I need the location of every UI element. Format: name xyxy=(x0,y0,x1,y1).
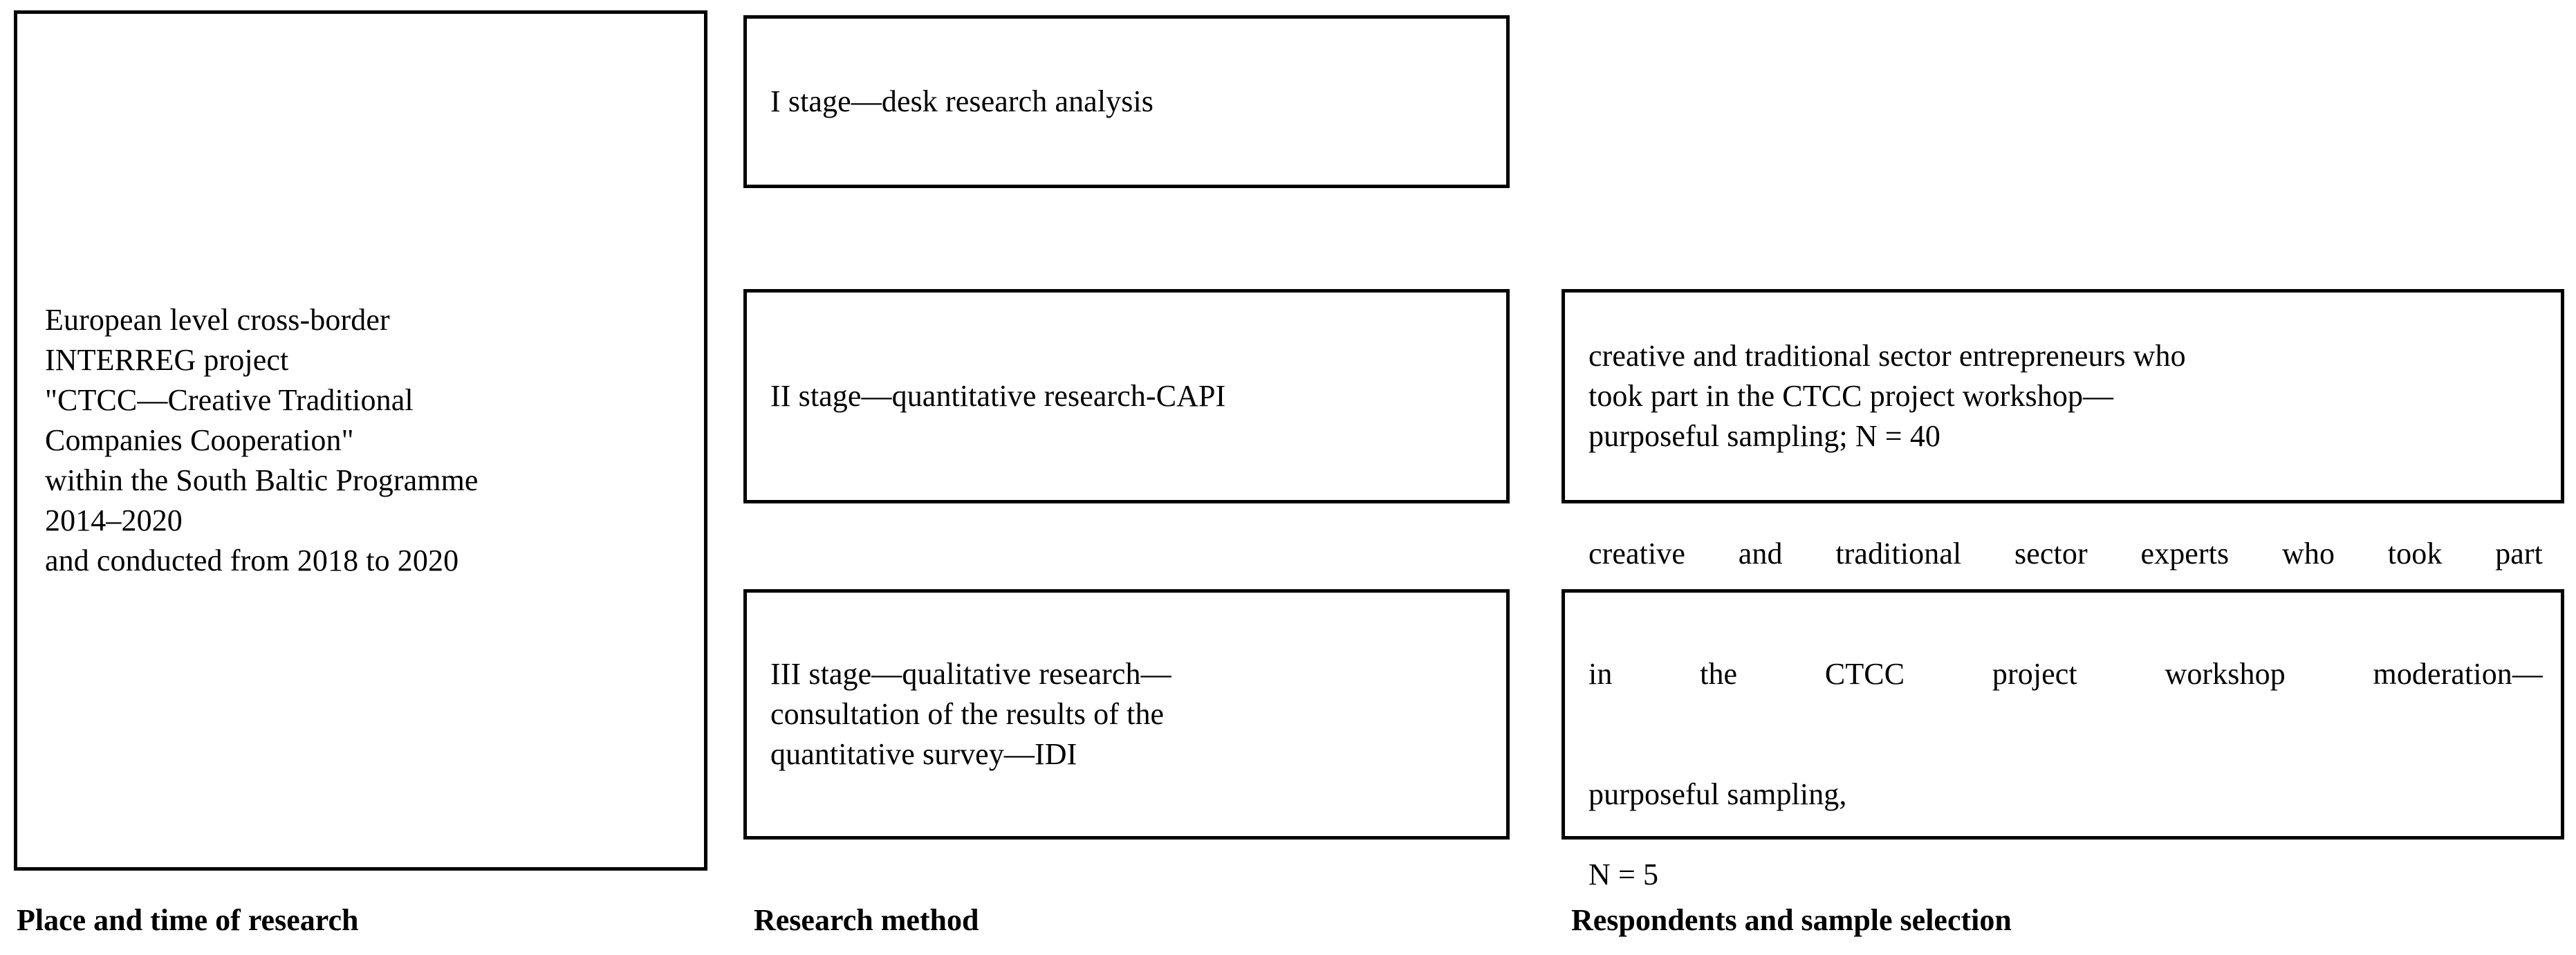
stage-2-box: II stage—quantitative research-CAPI xyxy=(743,289,1510,503)
respondents-qualitative-line-1: creative and traditional sector experts … xyxy=(1588,537,2543,571)
respondents-qualitative-line-2: in the CTCC project workshop moderation— xyxy=(1588,657,2543,691)
stage-2-text: II stage—quantitative research-CAPI xyxy=(770,379,1226,413)
place-and-time-text: European level cross-border INTERREG pro… xyxy=(45,303,479,577)
stage-1-text: I stage—desk research analysis xyxy=(770,84,1154,118)
caption-place-and-time: Place and time of research xyxy=(17,903,359,937)
respondents-quantitative-box: creative and traditional sector entrepre… xyxy=(1562,289,2564,503)
stage-3-box: III stage—qualitative research— consulta… xyxy=(743,589,1510,840)
stage-3-text: III stage—qualitative research— consulta… xyxy=(770,657,1171,771)
respondents-qualitative-line-4: N = 5 xyxy=(1588,857,1659,891)
respondents-qualitative-line-3: purposeful sampling, xyxy=(1588,777,1847,811)
stage-1-box: I stage—desk research analysis xyxy=(743,15,1510,188)
respondents-qualitative-text: creative and traditional sector experts … xyxy=(1565,494,2561,935)
place-and-time-box: European level cross-border INTERREG pro… xyxy=(14,10,707,871)
respondents-quantitative-text: creative and traditional sector entrepre… xyxy=(1588,339,2186,453)
respondents-qualitative-box: creative and traditional sector experts … xyxy=(1562,537,2564,891)
caption-respondents-and-sample-selection: Respondents and sample selection xyxy=(1571,903,2012,937)
caption-research-method: Research method xyxy=(754,903,979,937)
